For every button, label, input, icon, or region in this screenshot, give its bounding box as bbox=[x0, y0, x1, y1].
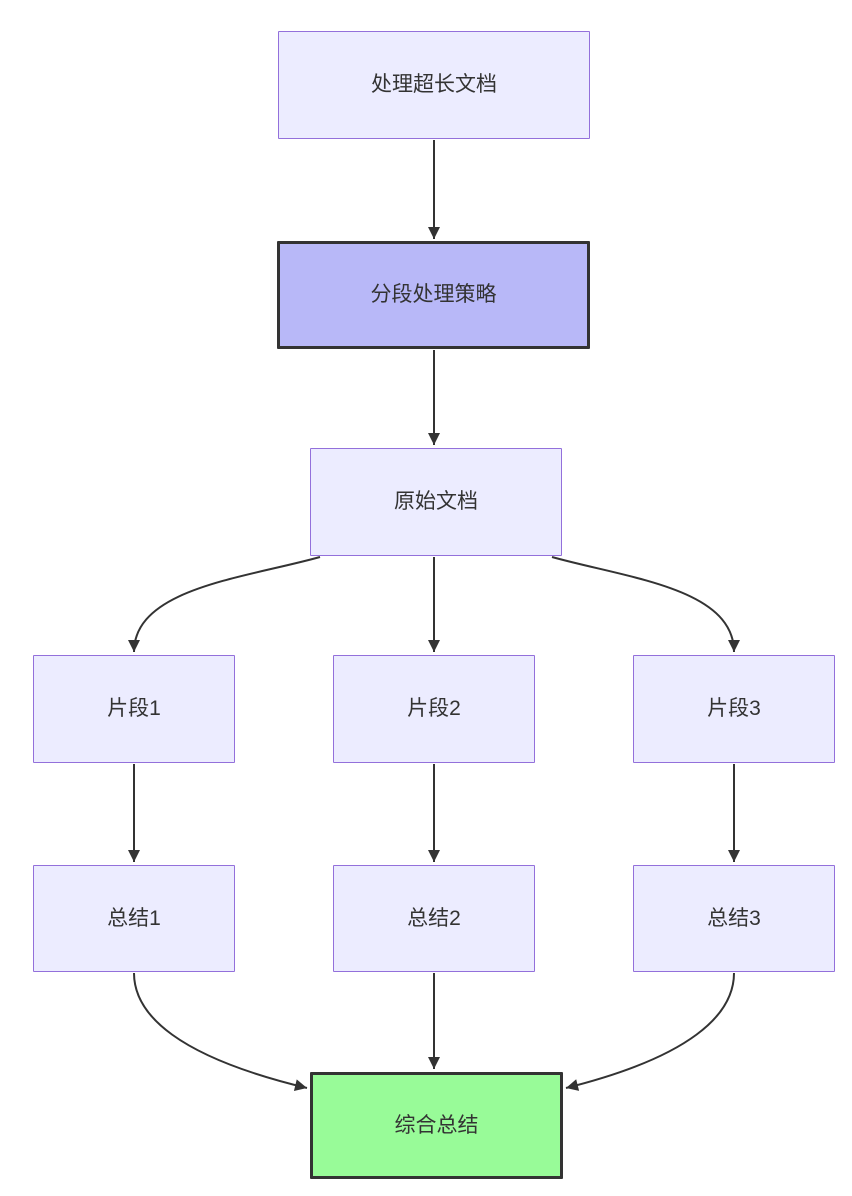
node-summary-2: 总结2 bbox=[333, 865, 535, 972]
node-original-doc-label: 原始文档 bbox=[394, 490, 478, 514]
node-fragment-1-label: 片段1 bbox=[107, 697, 161, 721]
node-summary-1: 总结1 bbox=[33, 865, 235, 972]
node-summary-3-label: 总结3 bbox=[707, 906, 761, 930]
edge-s1-final bbox=[133, 972, 308, 1092]
node-fragment-3-label: 片段3 bbox=[707, 697, 761, 721]
edge-c-f1 bbox=[128, 556, 321, 653]
node-fragment-2-label: 片段2 bbox=[407, 697, 461, 721]
node-summary-1-label: 总结1 bbox=[107, 906, 161, 930]
node-fragment-1: 片段1 bbox=[33, 655, 235, 763]
node-segmentation-strategy: 分段处理策略 bbox=[277, 241, 590, 349]
edge-s3-final bbox=[565, 972, 735, 1091]
node-summary-2-label: 总结2 bbox=[407, 906, 461, 930]
node-fragment-2: 片段2 bbox=[333, 655, 535, 763]
node-summary-3: 总结3 bbox=[633, 865, 835, 972]
node-final-summary: 综合总结 bbox=[310, 1072, 563, 1179]
node-segmentation-strategy-label: 分段处理策略 bbox=[370, 283, 497, 307]
node-process-long-doc: 处理超长文档 bbox=[278, 31, 590, 139]
node-final-summary-label: 综合总结 bbox=[394, 1113, 479, 1137]
node-fragment-3: 片段3 bbox=[633, 655, 835, 763]
edge-c-f3 bbox=[551, 556, 740, 653]
node-process-long-doc-label: 处理超长文档 bbox=[371, 73, 497, 97]
node-original-doc: 原始文档 bbox=[310, 448, 562, 556]
